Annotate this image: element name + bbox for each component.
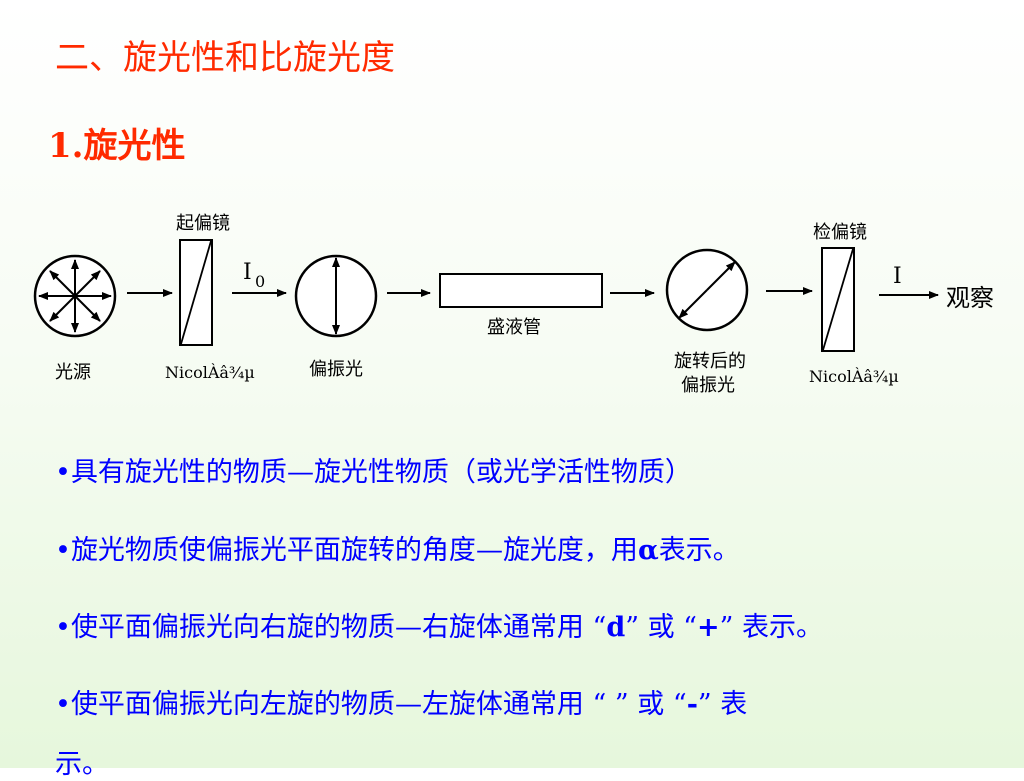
- light-source-label: 光源: [55, 362, 91, 383]
- bullet-item: •旋光物质使偏振光平面旋转的角度—旋光度，用α表示。: [55, 528, 740, 567]
- bullet-item: •具有旋光性的物质—旋光性物质（或光学活性物质）: [55, 450, 692, 489]
- intensity-i0-subscript: 0: [255, 272, 265, 291]
- bullet-dot: •: [55, 612, 71, 643]
- em-dash: —: [475, 535, 503, 566]
- bullet-dot: •: [55, 457, 71, 488]
- bullet-text: 旋光度，用: [502, 535, 638, 566]
- bullet-item: •使平面偏振光向左旋的物质—左旋体通常用 “ ” 或 “-” 表: [55, 682, 747, 721]
- em-dash: —: [394, 689, 422, 720]
- bullet-text: ” 或 “: [625, 612, 697, 643]
- intensity-i0-label: I: [243, 260, 252, 285]
- nicol-prism-label-2: NicolÀâ¾µ: [809, 366, 899, 386]
- dextro-symbol: d: [606, 612, 626, 643]
- rotated-light-label-line2: 偏振光: [681, 375, 735, 396]
- sample-tube-icon: [439, 273, 603, 308]
- em-dash: —: [286, 457, 314, 488]
- rotated-light-label-line1: 旋转后的: [674, 351, 746, 372]
- bullet-text: ” 表: [697, 689, 748, 720]
- polarizer-label: 起偏镜: [176, 213, 230, 234]
- bullet-text: 使平面偏振光向右旋的物质: [70, 612, 395, 643]
- bullet-dot: •: [55, 689, 71, 720]
- polarizer-icon: [179, 239, 213, 346]
- analyzer-label: 检偏镜: [813, 222, 867, 243]
- bullet-text: ” 表示。: [719, 612, 824, 643]
- section-heading: 二、旋光性和比旋光度: [55, 38, 395, 78]
- bullet-dot: •: [55, 535, 71, 566]
- polarized-light-icon: [294, 254, 378, 338]
- bullet-text: 使平面偏振光向左旋的物质: [70, 689, 395, 720]
- bullet-text: 旋光性物质（或光学活性物质）: [313, 457, 692, 488]
- minus-symbol: -: [686, 689, 698, 720]
- rotated-polarized-light-icon: [665, 248, 749, 332]
- intensity-i-label: I: [893, 264, 902, 289]
- alpha-symbol: α: [637, 535, 659, 566]
- bullet-continuation: 示。: [55, 749, 109, 780]
- bullet-text: 旋光物质使偏振光平面旋转的角度: [70, 535, 476, 566]
- bullet-text: 表示。: [658, 535, 740, 566]
- analyzer-icon: [821, 247, 855, 352]
- nicol-prism-label-1: NicolÀâ¾µ: [165, 362, 255, 382]
- polarized-light-label: 偏振光: [309, 359, 363, 380]
- bullet-text: 具有旋光性的物质: [70, 457, 287, 488]
- light-source-icon: [33, 254, 117, 338]
- bullet-text: 左旋体通常用 “ ” 或 “: [421, 689, 687, 720]
- sample-tube-label: 盛液管: [487, 317, 541, 338]
- bullet-text: 右旋体通常用 “: [421, 612, 607, 643]
- subsection-heading: 1.旋光性: [48, 126, 186, 166]
- plus-symbol: +: [697, 612, 720, 643]
- em-dash: —: [394, 612, 422, 643]
- observe-label: 观察: [946, 284, 994, 312]
- bullet-item: •使平面偏振光向右旋的物质—右旋体通常用 “d” 或 “+” 表示。: [55, 605, 823, 644]
